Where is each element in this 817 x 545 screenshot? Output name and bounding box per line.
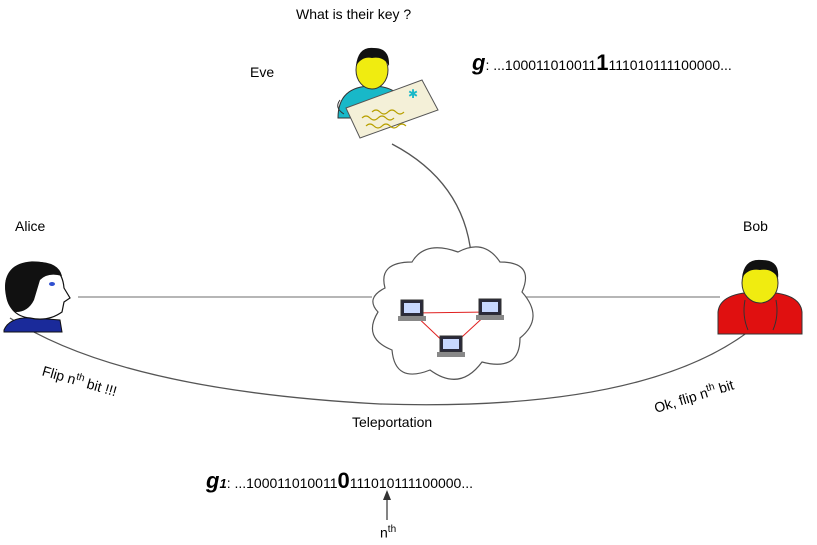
paper-icon: ✱ (345, 79, 439, 139)
nth-label: nth (380, 524, 397, 541)
shared-key-sequence: g1: ...1000110100110111010111100000... (206, 468, 474, 493)
laptop-icon (398, 299, 426, 321)
network-cloud (371, 246, 534, 380)
alice-figure-icon (3, 261, 71, 333)
bob-figure-icon (717, 259, 803, 335)
laptop-icon (437, 335, 465, 357)
alice-label: Alice (15, 218, 46, 234)
svg-text:✱: ✱ (408, 87, 418, 101)
eve-question: What is their key ? (296, 6, 412, 22)
teleportation-label: Teleportation (352, 414, 433, 430)
eve-label: Eve (250, 64, 275, 80)
bob-label: Bob (743, 218, 768, 234)
nth-arrow (383, 490, 391, 520)
eve-figure-icon: ✱ (337, 47, 439, 139)
teleportation-arc (9, 317, 749, 406)
laptop-icon (476, 298, 504, 320)
eve-key-sequence: g: ...1000110100111111010111100000... (472, 50, 732, 75)
